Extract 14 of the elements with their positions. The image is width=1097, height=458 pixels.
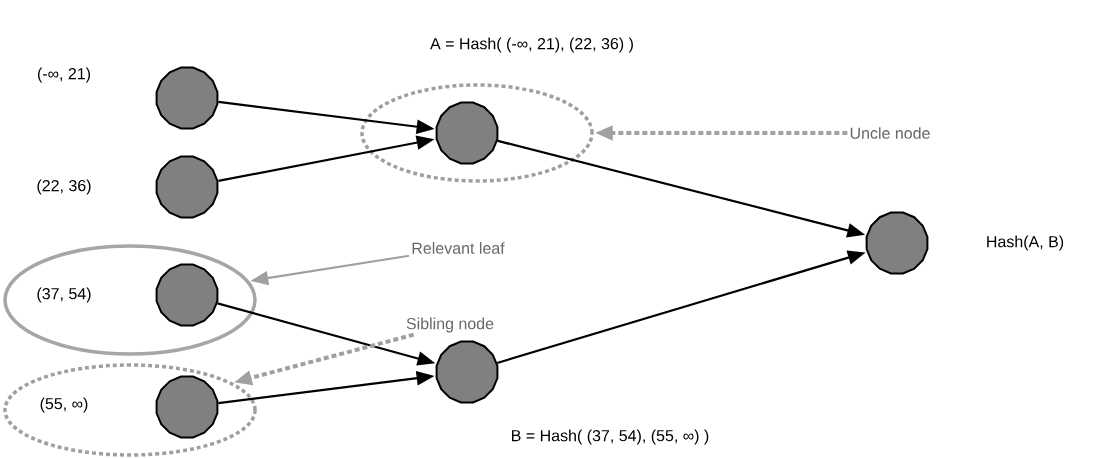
node-label: (55, ∞) — [40, 397, 88, 413]
node-label: (37, 54) — [37, 287, 91, 303]
highlight-ellipse — [3, 363, 257, 457]
circle-node — [155, 375, 219, 439]
callout-text: Uncle node — [850, 127, 930, 139]
callout-text: Relevant leaf — [412, 242, 505, 254]
node-label: B = Hash( (37, 54), (55, ∞) ) — [512, 429, 709, 445]
callout-text: Sibling node — [406, 317, 494, 333]
node-label: Hash(A, B) — [987, 235, 1064, 251]
node-label: (22, 36) — [37, 179, 91, 195]
highlight-ellipse — [3, 244, 257, 356]
highlight-ellipse — [360, 83, 594, 183]
node-label: (-∞, 21) — [37, 67, 91, 83]
node-label: A = Hash( (-∞, 21), (22, 36) ) — [430, 37, 633, 53]
